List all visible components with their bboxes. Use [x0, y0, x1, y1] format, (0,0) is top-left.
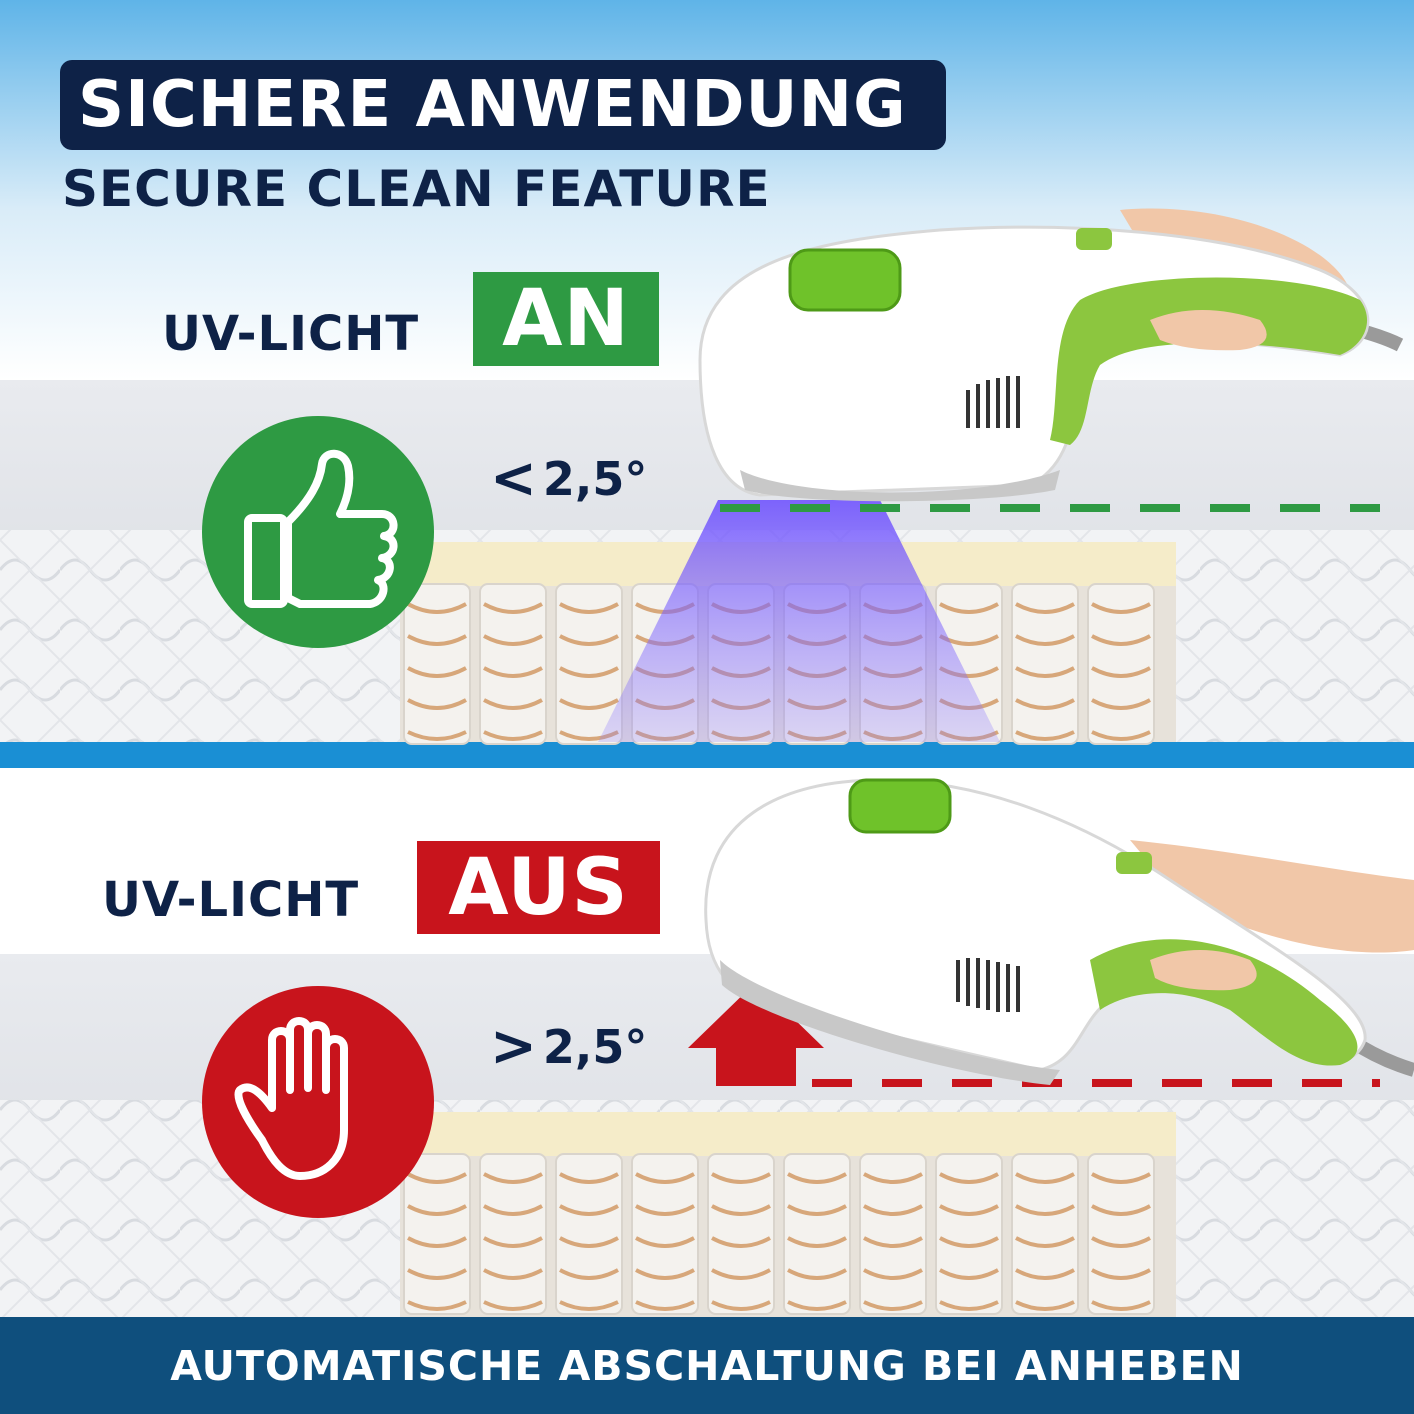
page-title: SICHERE ANWENDUNG: [78, 68, 907, 142]
state-badge-on: AN: [473, 272, 659, 366]
panel-divider: [0, 742, 1414, 768]
title-banner: SICHERE ANWENDUNG: [60, 60, 946, 150]
page-subtitle: SECURE CLEAN FEATURE: [62, 160, 771, 218]
thumbs-up-icon: [202, 416, 434, 648]
angle-value-off: 2,5°: [542, 1019, 648, 1074]
stop-hand-icon: [202, 986, 434, 1218]
less-than-symbol: <: [490, 446, 537, 511]
angle-value-on: 2,5°: [542, 451, 648, 506]
greater-than-symbol: >: [490, 1014, 537, 1079]
footer-text: AUTOMATISCHE ABSCHALTUNG BEI ANHEBEN: [170, 1341, 1244, 1390]
mattress-cutaway-bottom: [400, 982, 1380, 1317]
state-text-on: AN: [502, 274, 630, 364]
uv-light-label-off: UV-LICHT: [102, 872, 360, 928]
uv-device-bottom: [704, 778, 1414, 1085]
state-badge-off: AUS: [417, 841, 660, 934]
footer-banner: AUTOMATISCHE ABSCHALTUNG BEI ANHEBEN: [0, 1317, 1414, 1414]
mattress-cutaway-top: [400, 500, 1380, 746]
state-text-off: AUS: [448, 842, 629, 933]
angle-indicator-off: > 2,5°: [490, 1014, 647, 1079]
uv-light-label-on: UV-LICHT: [162, 306, 420, 362]
angle-indicator-on: < 2,5°: [490, 446, 647, 511]
lift-arrow-icon: [688, 982, 824, 1086]
uv-device-top: [698, 208, 1404, 502]
uv-light-beam: [598, 500, 1000, 742]
